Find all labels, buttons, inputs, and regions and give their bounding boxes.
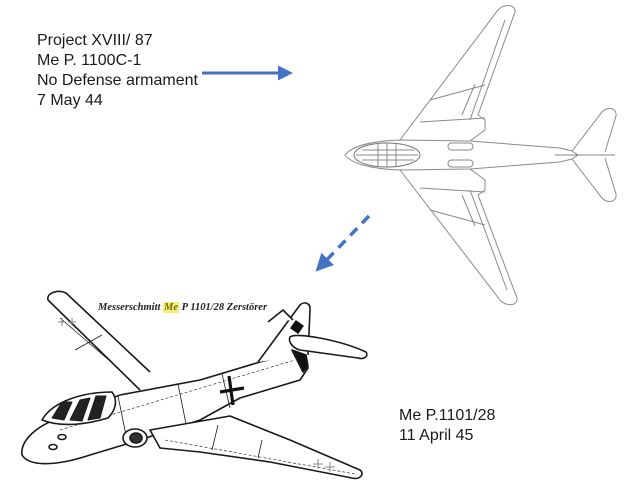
top-label-line-4: 7 May 44 bbox=[37, 92, 103, 109]
drawing-caption: Messerschmitt Me P 1101/28 Zerstörer bbox=[98, 302, 267, 313]
top-label: Project XVIII/ 87 Me P. 1100C-1 No Defen… bbox=[37, 31, 198, 111]
drawing-caption-highlight: Me bbox=[163, 302, 180, 313]
bottom-label-line-2: 11 April 45 bbox=[399, 427, 474, 444]
top-label-line-3: No Defense armament bbox=[37, 72, 198, 89]
tail-fin-marking bbox=[290, 320, 304, 334]
top-label-line-1: Project XVIII/ 87 bbox=[37, 32, 153, 49]
drawing-caption-prefix: Messerschmitt bbox=[98, 302, 164, 313]
dashed-arrow-down-left-icon bbox=[315, 214, 371, 272]
top-label-line-2: Me P. 1100C-1 bbox=[37, 52, 142, 69]
drawing-caption-suffix: P 1101/28 Zerstörer bbox=[179, 302, 268, 313]
balkenkreuz-wing-marking bbox=[313, 459, 335, 472]
balkenkreuz-far-wing-marking bbox=[58, 318, 76, 326]
balkenkreuz-fuselage-marking bbox=[219, 375, 245, 406]
bottom-label-line-1: Me P.1101/28 bbox=[399, 407, 496, 424]
aircraft-plan-view-sketch bbox=[344, 5, 617, 306]
bottom-label: Me P.1101/28 11 April 45 bbox=[399, 406, 495, 446]
aircraft-perspective-drawing bbox=[21, 290, 368, 480]
